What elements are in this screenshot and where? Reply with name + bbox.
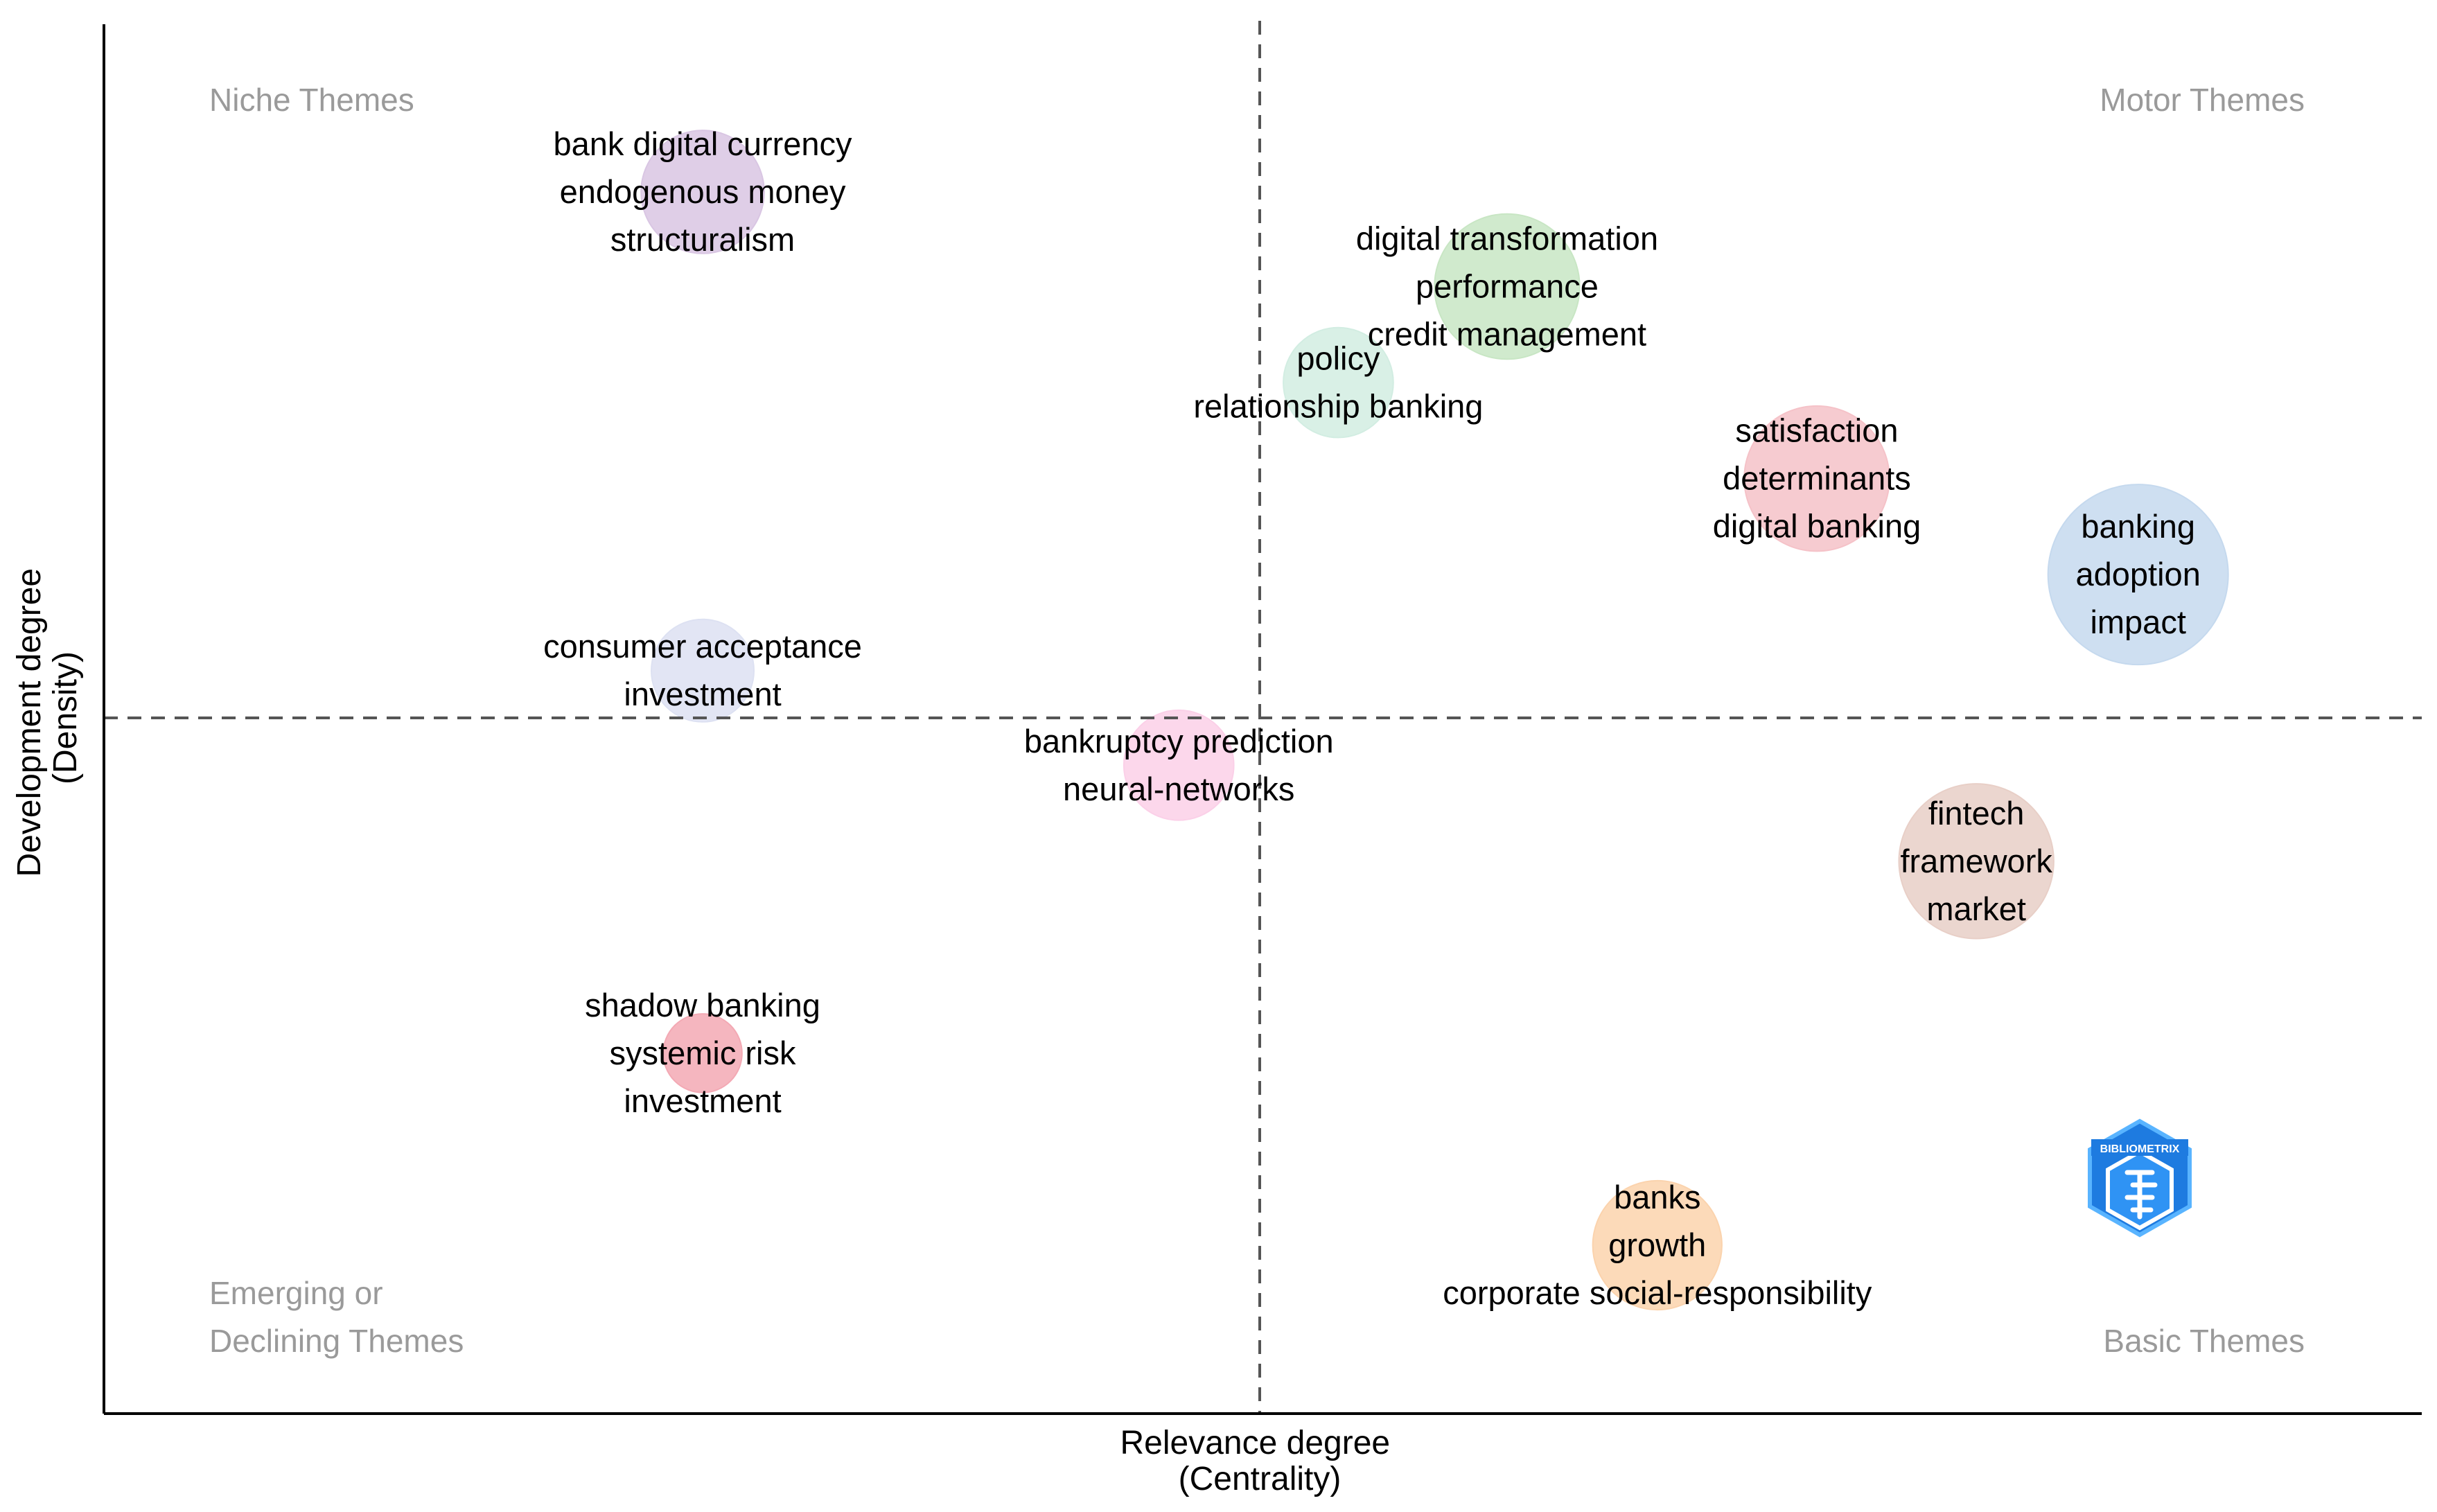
cluster-label: investment bbox=[624, 1082, 781, 1119]
cluster-bubble bbox=[1283, 326, 1394, 439]
y-axis-title-line-2: (Density) bbox=[47, 651, 84, 784]
cluster-label: digital transformation bbox=[1356, 220, 1658, 257]
y-axis-title: Development degree (Density) bbox=[11, 559, 84, 877]
cluster-bubble bbox=[1743, 405, 1890, 552]
cluster-label: neural-networks bbox=[1063, 771, 1294, 807]
logo-glyph bbox=[2124, 1170, 2158, 1220]
cluster-label: determinants bbox=[1723, 460, 1911, 497]
cluster-bubble bbox=[640, 130, 765, 254]
cluster-labels: bank digital currency endogenous money str… bbox=[543, 125, 2201, 1311]
bibliometrix-logo: BIBLIOMETRIX bbox=[2088, 1118, 2192, 1238]
cluster-label: adoption bbox=[2076, 556, 2201, 592]
cluster-label: systemic risk bbox=[610, 1035, 796, 1071]
quadrant-label-niche-line: Niche Themes bbox=[209, 82, 414, 118]
quadrant-labels: Niche Themes Motor Themes Emerging or De… bbox=[209, 82, 2305, 1359]
quadrant-label-basic-line: Basic Themes bbox=[2103, 1323, 2305, 1359]
cluster-label: performance bbox=[1416, 268, 1599, 305]
cluster-label: bankruptcy prediction bbox=[1024, 723, 1334, 759]
cluster-bubble bbox=[2047, 484, 2229, 666]
logo-banner bbox=[2091, 1139, 2188, 1156]
cluster-label: endogenous money bbox=[560, 173, 846, 210]
cluster-label: shadow banking bbox=[585, 987, 820, 1023]
cluster-bubble bbox=[651, 618, 755, 723]
cluster-label: structuralism bbox=[610, 221, 795, 258]
cluster-label: corporate social-responsibility bbox=[1443, 1274, 1872, 1311]
quadrant-label-emerging-line-2: Declining Themes bbox=[209, 1323, 464, 1359]
quadrant-label-motor: Motor Themes bbox=[2100, 82, 2305, 118]
cluster-label: policy bbox=[1296, 340, 1380, 377]
quadrant-label-motor-line: Motor Themes bbox=[2100, 82, 2305, 118]
x-axis-title-line-1: Relevance degree bbox=[1120, 1425, 1391, 1461]
cluster-label: fintech bbox=[1928, 795, 2024, 832]
cluster-label: banks bbox=[1614, 1179, 1700, 1215]
quadrant-label-emerging-line-1: Emerging or bbox=[209, 1275, 383, 1311]
cluster-bubble bbox=[1592, 1179, 1723, 1311]
cluster-label: consumer acceptance bbox=[543, 628, 862, 665]
cluster-label: impact bbox=[2090, 604, 2185, 640]
x-axis-title-line-2: (Centrality) bbox=[1179, 1461, 1341, 1497]
cluster-bubbles bbox=[640, 130, 2229, 1311]
cluster-label: investment bbox=[624, 676, 781, 712]
cluster-label: growth bbox=[1608, 1227, 1706, 1263]
y-axis-title-line-1: Development degree bbox=[11, 568, 48, 877]
quadrant-label-emerging: Emerging or Declining Themes bbox=[209, 1275, 464, 1359]
cluster-label: framework bbox=[1900, 843, 2052, 879]
x-axis-title: Relevance degree (Centrality) bbox=[1120, 1425, 1400, 1497]
cluster-bubble bbox=[1898, 783, 2055, 940]
cluster-label: banking bbox=[2081, 508, 2195, 545]
cluster-label: digital banking bbox=[1713, 508, 1921, 545]
logo-text: BIBLIOMETRIX bbox=[2100, 1143, 2180, 1155]
quadrant-label-basic: Basic Themes bbox=[2103, 1323, 2305, 1359]
cluster-bubble bbox=[1434, 213, 1581, 360]
cluster-label: credit management bbox=[1368, 316, 1646, 353]
cluster-label: bank digital currency bbox=[553, 125, 852, 162]
quadrant-label-niche: Niche Themes bbox=[209, 82, 414, 118]
cluster-label: market bbox=[1926, 890, 2026, 927]
cluster-label: relationship banking bbox=[1193, 388, 1483, 425]
cluster-bubble bbox=[662, 1013, 743, 1093]
cluster-label: satisfaction bbox=[1735, 412, 1898, 449]
cluster-bubble bbox=[1123, 709, 1235, 821]
